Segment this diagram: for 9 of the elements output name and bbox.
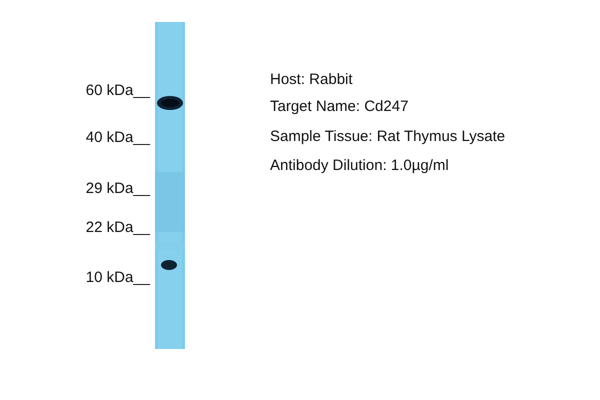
marker-label: 29 kDa__ [86,180,150,198]
marker-label: 40 kDa__ [86,129,150,147]
info-text: Antibody Dilution: 1.0µg/ml [270,157,449,175]
info-text: Target Name: Cd247 [270,98,408,116]
marker-label: 10 kDa__ [86,269,150,287]
marker-label: 60 kDa__ [86,82,150,100]
info-text: Host: Rabbit [270,71,353,89]
info-text: Sample Tissue: Rat Thymus Lysate [270,128,506,146]
marker-label: 22 kDa__ [86,219,150,237]
